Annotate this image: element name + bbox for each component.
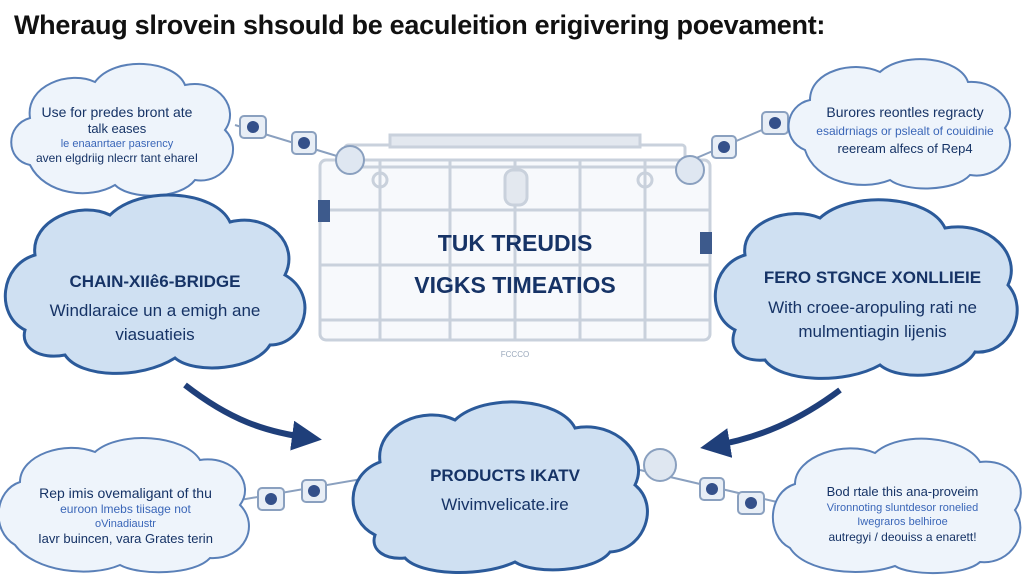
cloud-top-left-line-1: Use for predes bront ate	[41, 104, 193, 120]
robot-arm-bottom-right	[639, 448, 791, 515]
cloud-top-right-line-2: esaidrniags or pslealt of couidinie	[816, 124, 994, 138]
robot-arm-bottom-left	[239, 474, 386, 511]
cloud-mid-right	[713, 198, 1019, 380]
robot-arm-top-left	[234, 115, 365, 175]
cloud-bottom-left-line-3: oVinadiaustr	[95, 518, 156, 530]
cloud-bottom-left	[0, 437, 250, 574]
cloud-bottom-center	[351, 400, 649, 574]
cloud-bottom-right-line-1: Bod rtale this ana-proveim	[826, 484, 979, 499]
cloud-top-left-line-2: talk eases	[87, 121, 147, 136]
robot-arm-top-right	[675, 111, 791, 185]
cloud-bottom-right-line-2: Vironnoting sluntdesor ronelied	[826, 502, 979, 514]
cloud-mid-left	[3, 193, 307, 375]
cloud-bottom-left-line-1: Rep imis ovemaligant of thu	[39, 485, 212, 501]
cloud-bottom-right-line-4: autregyi / deouiss a enarett!	[828, 530, 977, 544]
cloud-top-left-line-3: le enaanrtaer pasrency	[60, 138, 174, 150]
arrow-left-to-products	[183, 382, 322, 451]
center-frame	[318, 133, 712, 342]
center-caption: FCCCO	[500, 350, 530, 359]
cloud-top-right-line-3: reeream alfecs of Rep4	[837, 141, 973, 156]
cloud-mid-left-line-1: Windlaraice un a emigh ane	[49, 301, 261, 320]
cloud-mid-right-line-2: mulmentiagin lijenis	[798, 322, 947, 341]
cloud-mid-right-line-1: With croee-aropuling rati ne	[768, 298, 977, 317]
cloud-top-right	[787, 58, 1011, 190]
cloud-mid-left-line-2: viasuatieis	[115, 325, 195, 344]
cloud-bottom-center-line-1: Wivimvelicate.ire	[441, 495, 569, 514]
cloud-top-right-line-1: Burores reontles regracty	[826, 104, 984, 120]
center-line-2: VIGKS TIMEATIOS	[414, 272, 616, 298]
cloud-bottom-left-line-2: euroon lmebs tiisage not	[60, 502, 191, 516]
cloud-mid-left-heading: CHAIN-XIIê6-BRIDGE	[69, 272, 241, 291]
cloud-top-left	[10, 62, 235, 197]
cloud-bottom-center-heading: PRODUCTS IKATV	[430, 466, 580, 485]
cloud-bottom-left-line-4: Iavr buincen, vara Grates terin	[38, 531, 213, 546]
arrow-right-to-products	[700, 387, 842, 458]
cloud-bottom-right-line-3: Iwegraros belhiroe	[857, 516, 948, 528]
center-line-1: TUK TREUDIS	[437, 230, 593, 256]
page-title: Wheraug slrovein shsould be eaculeition …	[14, 10, 826, 40]
cloud-top-left-line-4: aven elgdriig nlecrr tant ehareI	[35, 151, 199, 165]
cloud-mid-right-heading: FERO STGNCE XONLLIEIE	[763, 268, 982, 287]
cloud-bottom-right	[772, 437, 1022, 574]
